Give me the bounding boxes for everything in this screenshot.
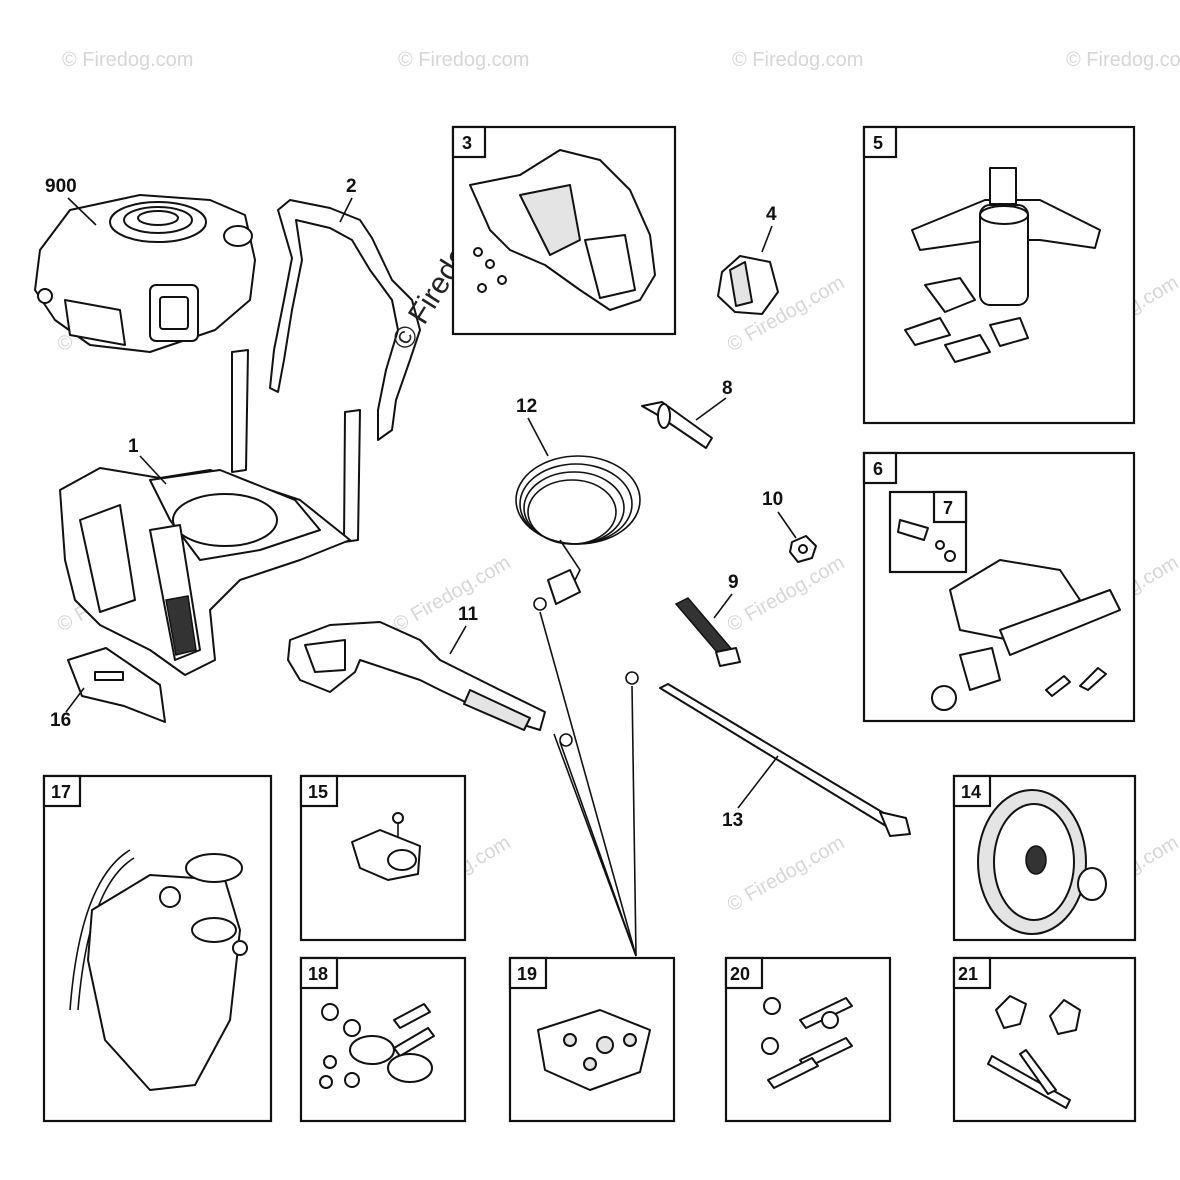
box-17: 17 [42, 774, 273, 1123]
callout-4: 4 [766, 204, 777, 225]
part-10-nut [789, 535, 817, 563]
callout-13: 13 [722, 810, 743, 831]
box-number-3: 3 [462, 133, 472, 153]
leader-line [67, 197, 97, 226]
part-4 [717, 255, 779, 315]
box-20: 20 [724, 956, 892, 1123]
watermark: © Firedog.com [724, 552, 849, 637]
leader-line [65, 687, 85, 713]
box-number-18: 18 [308, 964, 328, 984]
box-number-7: 7 [943, 498, 953, 518]
frame-part [59, 349, 361, 676]
callout-8: 8 [722, 378, 733, 399]
box-number-6: 6 [873, 459, 883, 479]
engine-part [34, 194, 256, 353]
callout-16: 16 [50, 710, 71, 731]
box-21: 21 [952, 956, 1137, 1123]
watermark: © Firedog.com [732, 49, 863, 71]
box-number-15: 15 [308, 782, 328, 802]
box-18: 18 [299, 956, 467, 1123]
part-12-hose [515, 455, 641, 611]
watermark: © Firedog.com [390, 552, 515, 637]
leader-line [777, 511, 797, 539]
leader-line [139, 455, 167, 485]
handle-part [269, 199, 421, 441]
leader-line [695, 397, 727, 421]
box-6: 6 7 [862, 451, 1136, 723]
leader-line [737, 755, 779, 809]
callout-9: 9 [728, 572, 739, 593]
leader-line [527, 417, 549, 457]
watermark: © Firedog.com [1066, 49, 1180, 71]
box-number-17: 17 [51, 782, 71, 802]
leader-line [713, 593, 733, 619]
leader-line [449, 625, 467, 655]
part-16 [67, 647, 166, 723]
callout-900: 900 [45, 176, 77, 197]
callout-10: 10 [762, 489, 783, 510]
box-14: 14 [952, 774, 1137, 942]
part-8 [641, 401, 713, 449]
box-number-5: 5 [873, 133, 883, 153]
watermark: © Firedog.com [724, 832, 849, 917]
callout-2: 2 [346, 176, 357, 197]
part-13-wand [625, 671, 911, 837]
box-number-21: 21 [958, 964, 978, 984]
part-9 [674, 597, 741, 667]
watermark: © Firedog.com [398, 49, 529, 71]
box-19: 19 [508, 956, 676, 1123]
box-15: 15 [299, 774, 467, 942]
callout-12: 12 [516, 396, 537, 417]
watermark: © Firedog.com [62, 49, 193, 71]
box-3: 3 [451, 125, 677, 336]
box-5: 5 [862, 125, 1136, 425]
part-11-gun [287, 621, 573, 747]
box-number-14: 14 [961, 782, 981, 802]
box-number-19: 19 [517, 964, 537, 984]
box-number-20: 20 [730, 964, 750, 984]
leader-line [339, 197, 353, 223]
callout-11: 11 [458, 604, 479, 625]
leader-line [761, 225, 773, 253]
leader-group-19 [539, 611, 637, 957]
callout-1: 1 [128, 436, 139, 457]
